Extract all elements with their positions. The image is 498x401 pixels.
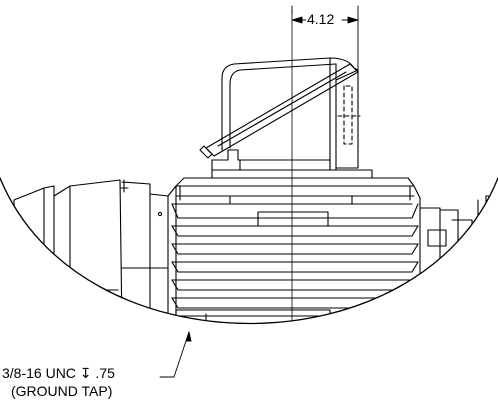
motor-frame <box>157 169 421 324</box>
dimension-412 <box>291 5 359 119</box>
break-outline <box>0 177 498 325</box>
dimension-label: 4.12 <box>306 11 336 27</box>
cooling-fins <box>171 203 419 324</box>
ground-tap-leader <box>159 331 192 378</box>
terminal-box <box>199 57 361 171</box>
fan-cover <box>9 179 169 324</box>
ground-tap-callout: (GROUND TAP) <box>11 383 113 399</box>
end-bracket <box>419 195 495 324</box>
thread-callout: 3/8-16 UNC ↧ .75 <box>2 365 115 381</box>
